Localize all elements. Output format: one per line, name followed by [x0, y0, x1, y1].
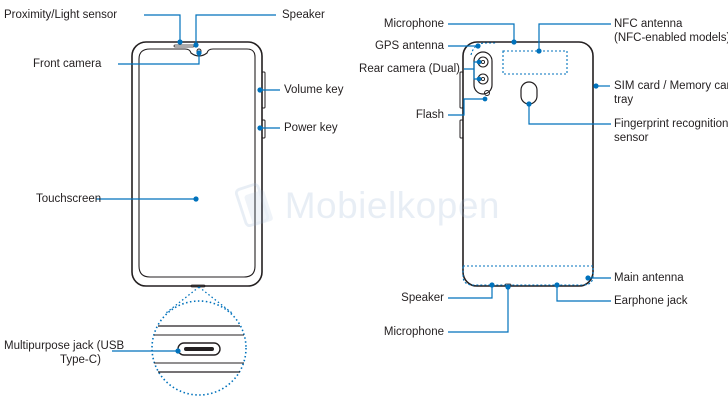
front-leaders: [96, 14, 280, 354]
label-multipurpose-jack-line1: Multipurpose jack (USB: [4, 340, 125, 352]
watermark-text: Mobielkopen: [284, 185, 500, 226]
zoom-cone: [165, 286, 233, 314]
usb-zoom: [151, 286, 247, 396]
label-speaker-bottom: Speaker: [401, 292, 444, 304]
label-main-antenna: Main antenna: [614, 272, 684, 284]
front-phone: [131, 41, 266, 288]
power-key: [261, 119, 266, 139]
leader-rear-camera: [464, 61, 479, 80]
usb-c-tongue: [184, 347, 214, 351]
rear-lens-2-inner: [480, 76, 486, 82]
label-fingerprint-line1: Fingerprint recognition: [614, 118, 728, 130]
antenna-zones: [462, 42, 594, 286]
leader-flash: [448, 98, 485, 116]
earpiece-slot: [173, 44, 195, 48]
phone-logo-icon: [235, 183, 273, 228]
label-earphone-jack: Earphone jack: [614, 295, 688, 307]
label-nfc-antenna-line1: NFC antenna: [614, 18, 683, 30]
leader-microphone-bottom: [448, 287, 509, 333]
main-antenna-zone: [462, 265, 594, 286]
front-phone-body: [131, 41, 263, 287]
label-fingerprint-line2: sensor: [614, 132, 649, 144]
flash-led: [484, 90, 490, 96]
rear-lens-1-inner: [480, 59, 486, 65]
label-rear-camera: Rear camera (Dual): [359, 63, 460, 75]
label-microphone-bottom: Microphone: [383, 326, 444, 338]
leader-fingerprint: [528, 104, 611, 125]
gps-antenna-zone: [470, 42, 496, 56]
label-gps-antenna: GPS antenna: [374, 40, 444, 52]
label-front-camera: Front camera: [33, 58, 102, 70]
back-phone: [459, 41, 594, 287]
label-proximity-sensor: Proximity/Light sensor: [4, 9, 118, 21]
fingerprint-sensor: [520, 81, 538, 105]
leader-front-camera: [118, 53, 200, 65]
label-volume-key: Volume key: [284, 84, 344, 96]
label-nfc-antenna-line2: (NFC-enabled models): [614, 32, 728, 44]
leader-nfc: [538, 23, 611, 51]
back-side-key-2: [459, 119, 464, 139]
leader-speaker-bottom: [448, 285, 493, 299]
back-leaders: [448, 23, 611, 333]
label-sim-tray-line1: SIM card / Memory card: [614, 80, 728, 92]
label-power-key: Power key: [284, 122, 338, 134]
label-speaker-front: Speaker: [282, 9, 325, 21]
label-touchscreen: Touchscreen: [36, 193, 102, 205]
back-side-key-1: [459, 71, 464, 109]
nfc-antenna-zone: [502, 50, 568, 75]
back-phone-body: [462, 41, 594, 287]
front-screen: [138, 48, 256, 278]
leader-speaker: [195, 14, 276, 45]
label-flash: Flash: [415, 109, 444, 121]
leader-microphone-top: [448, 23, 515, 42]
watermark: Mobielkopen: [235, 178, 500, 234]
leader-earphone: [556, 285, 611, 302]
label-microphone-top: Microphone: [383, 18, 444, 30]
camera-module: [473, 51, 493, 95]
label-sim-tray-line2: tray: [614, 94, 634, 106]
leader-proximity: [144, 14, 181, 42]
label-multipurpose-jack-line2: Type-C): [60, 354, 101, 366]
